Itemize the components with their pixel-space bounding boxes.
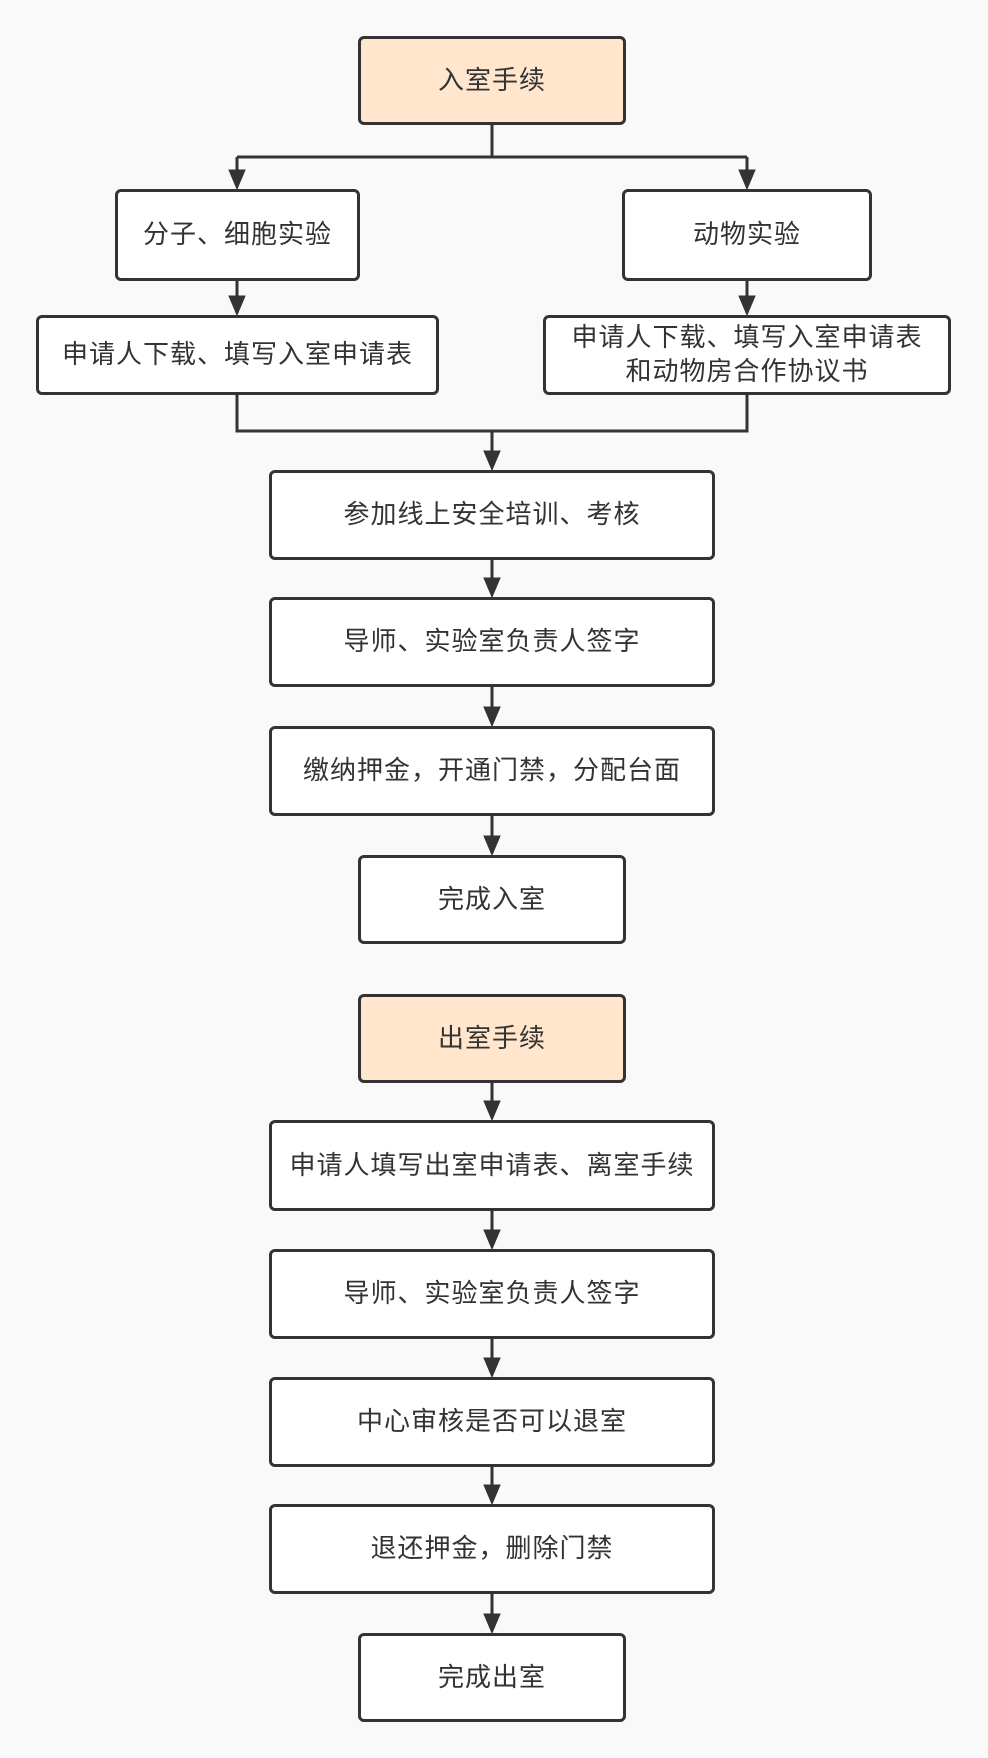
download-entry-form-animal-node: 申请人下载、填写入室申请表 和动物房合作协议书 bbox=[543, 315, 951, 395]
arrowhead-sign-2 bbox=[483, 1229, 501, 1251]
exit-procedure-header-label: 出室手续 bbox=[437, 1023, 546, 1054]
arrowhead-animal-form bbox=[738, 295, 756, 317]
entry-signature-label: 导师、实验室负责人签字 bbox=[343, 627, 641, 657]
center-review-label: 中心审核是否可以退室 bbox=[356, 1407, 627, 1437]
arrowhead-molecular-form bbox=[228, 295, 246, 317]
connector-entry-split bbox=[237, 125, 747, 159]
entry-signature-node: 导师、实验室负责人签字 bbox=[269, 597, 715, 687]
animal-experiment-node: 动物实验 bbox=[622, 189, 872, 281]
safety-training-node: 参加线上安全培训、考核 bbox=[269, 470, 715, 560]
arrowhead-molecular bbox=[228, 169, 246, 191]
arrowhead-exit-done bbox=[483, 1613, 501, 1635]
refund-deposit-node: 退还押金，删除门禁 bbox=[269, 1504, 715, 1594]
exit-form-label: 申请人填写出室申请表、离室手续 bbox=[289, 1150, 695, 1181]
entry-procedure-header-label: 入室手续 bbox=[437, 65, 546, 96]
arrowhead-entry-done bbox=[483, 835, 501, 857]
arrowhead-sign-1 bbox=[483, 577, 501, 599]
exit-complete-label: 完成出室 bbox=[437, 1662, 546, 1693]
arrowhead-exit-form bbox=[483, 1100, 501, 1122]
arrowhead-deposit bbox=[483, 706, 501, 728]
center-review-node: 中心审核是否可以退室 bbox=[269, 1377, 715, 1467]
molecular-cell-experiment-node: 分子、细胞实验 bbox=[115, 189, 360, 281]
entry-complete-node: 完成入室 bbox=[358, 855, 626, 944]
safety-training-label: 参加线上安全培训、考核 bbox=[343, 500, 641, 530]
entry-procedure-header: 入室手续 bbox=[358, 36, 626, 125]
download-entry-form-label: 申请人下载、填写入室申请表 bbox=[61, 340, 413, 370]
animal-experiment-label: 动物实验 bbox=[692, 220, 801, 250]
refund-deposit-label: 退还押金，删除门禁 bbox=[370, 1534, 614, 1564]
connector-merge bbox=[235, 395, 749, 451]
download-entry-form-animal-label: 申请人下载、填写入室申请表 和动物房合作协议书 bbox=[571, 323, 923, 387]
download-entry-form-node: 申请人下载、填写入室申请表 bbox=[36, 315, 439, 395]
deposit-access-label: 缴纳押金，开通门禁，分配台面 bbox=[302, 756, 681, 786]
arrowhead-refund bbox=[483, 1484, 501, 1506]
exit-procedure-header: 出室手续 bbox=[358, 994, 626, 1083]
arrowhead-animal bbox=[738, 169, 756, 191]
arrowhead-training bbox=[483, 450, 501, 472]
exit-signature-node: 导师、实验室负责人签字 bbox=[269, 1249, 715, 1339]
molecular-cell-experiment-label: 分子、细胞实验 bbox=[142, 220, 332, 250]
exit-form-node: 申请人填写出室申请表、离室手续 bbox=[269, 1120, 715, 1211]
arrowhead-review bbox=[483, 1357, 501, 1379]
entry-complete-label: 完成入室 bbox=[437, 884, 546, 915]
exit-complete-node: 完成出室 bbox=[358, 1633, 626, 1722]
exit-signature-label: 导师、实验室负责人签字 bbox=[343, 1279, 641, 1309]
deposit-access-node: 缴纳押金，开通门禁，分配台面 bbox=[269, 726, 715, 816]
